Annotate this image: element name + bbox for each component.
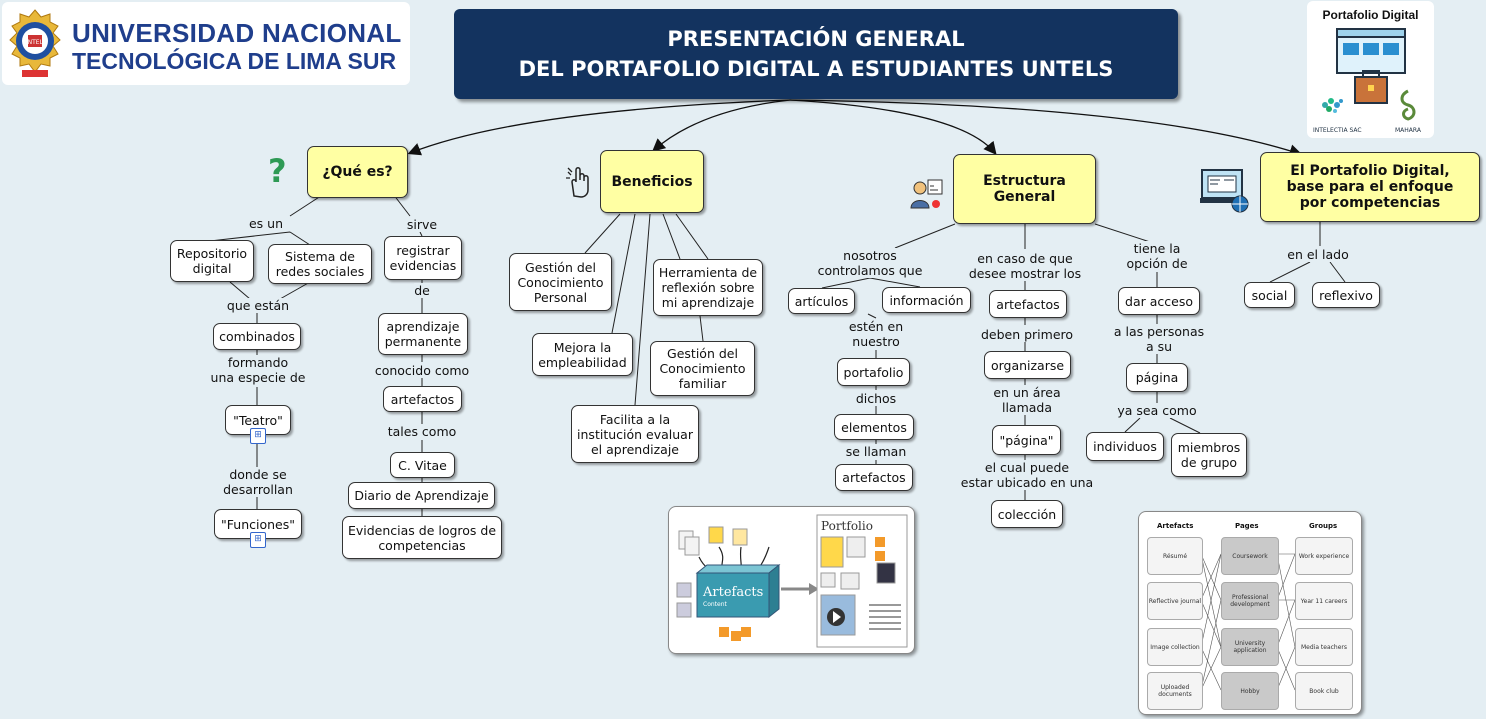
label-formando: formando una especie de — [210, 355, 306, 385]
page-university: University application — [1221, 628, 1279, 666]
label-personas: a las personas a su — [1113, 324, 1205, 354]
repositorio-node[interactable]: Repositorio digital — [170, 240, 254, 282]
mahara-logo-icon — [1395, 89, 1421, 125]
logo-right-label: MAHARA — [1395, 127, 1421, 134]
artefact-image: Image collection — [1147, 628, 1203, 666]
group-media: Media teachers — [1295, 628, 1353, 666]
university-seal-icon: UNTELS — [6, 8, 64, 80]
page-professional: Professional development — [1221, 582, 1279, 620]
cvitae-node[interactable]: C. Vitae — [390, 452, 455, 478]
page-title: PRESENTACIÓN GENERAL DEL PORTAFOLIO DIGI… — [454, 9, 1178, 99]
evidencias-node[interactable]: Evidencias de logros de competencias — [342, 516, 502, 559]
page-coursework: Coursework — [1221, 537, 1279, 575]
hand-pointer-icon — [564, 166, 594, 204]
label-deben: deben primero — [980, 327, 1074, 342]
empleabilidad-node[interactable]: Mejora la empleabilidad — [532, 333, 633, 376]
artefacts-box-label: Artefacts — [703, 585, 764, 600]
elementos-node[interactable]: elementos — [834, 414, 914, 440]
informacion-node[interactable]: información — [882, 287, 971, 313]
articulos-node[interactable]: artículos — [788, 288, 855, 314]
organizarse-node[interactable]: organizarse — [984, 351, 1071, 379]
label-cual: el cual puede estar ubicado en una — [960, 460, 1094, 490]
label-es-un: es un — [248, 216, 284, 231]
label-area: en un área llamada — [993, 385, 1061, 415]
university-name-line2: TECNOLÓGICA DE LIMA SUR — [72, 48, 397, 74]
portfolio-page-label: Portfolio — [821, 519, 873, 533]
label-se-llaman: se llaman — [845, 444, 907, 459]
title-line1: PRESENTACIÓN GENERAL — [667, 27, 965, 51]
artefact-documents: Uploaded documents — [1147, 672, 1203, 710]
page-hobby: Hobby — [1221, 672, 1279, 710]
structure-person-icon — [908, 178, 944, 214]
artefact-resume: Résumé — [1147, 537, 1203, 575]
combinados-node[interactable]: combinados — [213, 323, 301, 350]
online-learning-icon — [1198, 166, 1252, 218]
label-lado: en el lado — [1287, 247, 1349, 262]
artefactos-node-2[interactable]: artefactos — [835, 464, 913, 491]
dar-acceso-node[interactable]: dar acceso — [1118, 287, 1200, 315]
funciones-submap-icon[interactable]: ⊞ — [250, 532, 266, 548]
funciones-node[interactable]: "Funciones" — [214, 509, 302, 539]
que-es-node[interactable]: ¿Qué es? — [307, 146, 408, 198]
gestion-familiar-node[interactable]: Gestión del Conocimiento familiar — [650, 341, 755, 396]
coleccion-node[interactable]: colección — [991, 500, 1063, 528]
artefacts-portfolio-image: Artefacts Content Portfolio — [668, 506, 915, 654]
herramienta-node[interactable]: Herramienta de reflexión sobre mi aprend… — [653, 259, 763, 316]
teatro-submap-icon[interactable]: ⊞ — [250, 428, 266, 444]
portafolio-logo-card: Portafolio Digital INTELECTIA SAC MAHARA — [1307, 1, 1434, 138]
groups-header-artefacts: Artefacts — [1157, 522, 1194, 530]
artefacts-illustration — [676, 514, 908, 648]
label-dichos: dichos — [855, 391, 897, 406]
group-bookclub: Book club — [1295, 672, 1353, 710]
question-icon: ? — [268, 152, 287, 190]
portafolio-node[interactable]: portafolio — [837, 358, 910, 386]
logo-left-label: INTELECTIA SAC — [1313, 127, 1362, 134]
university-name-line1: UNIVERSIDAD NACIONAL — [72, 18, 402, 48]
svg-text:UNTELS: UNTELS — [23, 39, 47, 46]
groups-header-groups: Groups — [1309, 522, 1338, 530]
individuos-node[interactable]: individuos — [1086, 432, 1164, 461]
label-esten: estén en nuestro — [848, 319, 904, 349]
social-node[interactable]: social — [1244, 282, 1295, 308]
group-year11: Year 11 careers — [1295, 582, 1353, 620]
label-nosotros: nosotros controlamos que — [817, 248, 923, 278]
artefact-journal: Reflective journal — [1147, 582, 1203, 620]
estructura-node[interactable]: Estructura General — [953, 154, 1096, 224]
beneficios-node[interactable]: Beneficios — [600, 150, 704, 213]
artefacts-box-sublabel: Content — [703, 601, 727, 608]
pagina-node[interactable]: página — [1126, 363, 1188, 392]
label-que-estan: que están — [226, 298, 290, 313]
logo-title: Portafolio Digital — [1322, 8, 1419, 22]
sistema-node[interactable]: Sistema de redes sociales — [268, 244, 372, 284]
groups-header-pages: Pages — [1235, 522, 1259, 530]
intelectia-logo-icon — [1315, 93, 1355, 127]
pagina-quoted-node[interactable]: "página" — [992, 425, 1061, 455]
miembros-node[interactable]: miembros de grupo — [1171, 433, 1247, 477]
reflexivo-node[interactable]: reflexivo — [1312, 282, 1380, 308]
groups-links — [1200, 553, 1296, 691]
label-ya-sea: ya sea como — [1117, 403, 1197, 418]
gestion-conocimiento-node[interactable]: Gestión del Conocimiento Personal — [509, 253, 612, 311]
portfolio-window-icon — [1335, 27, 1407, 115]
label-en-caso: en caso de que desee mostrar los — [968, 251, 1082, 281]
label-tiene: tiene la opción de — [1126, 241, 1188, 271]
group-work: Work experience — [1295, 537, 1353, 575]
title-line2: DEL PORTAFOLIO DIGITAL A ESTUDIANTES UNT… — [518, 57, 1114, 81]
label-conocido: conocido como — [374, 363, 470, 378]
label-de: de — [414, 283, 430, 298]
label-sirve: sirve — [406, 217, 438, 232]
university-banner: UNTELS UNIVERSIDAD NACIONAL TECNOLÓGICA … — [2, 2, 410, 85]
label-donde: donde se desarrollan — [223, 467, 293, 497]
artefactos-node-1[interactable]: artefactos — [383, 386, 462, 412]
aprendizaje-node[interactable]: aprendizaje permanente — [378, 313, 468, 355]
artefacts-pages-groups-image: Artefacts Pages Groups Résumé Reflective… — [1138, 511, 1362, 715]
label-tales: tales como — [387, 424, 457, 439]
registrar-node[interactable]: registrar evidencias — [384, 236, 462, 280]
artefactos-node-3[interactable]: artefactos — [989, 290, 1067, 318]
facilita-node[interactable]: Facilita a la institución evaluar el apr… — [571, 405, 699, 463]
diario-node[interactable]: Diario de Aprendizaje — [348, 482, 495, 509]
enfoque-node[interactable]: El Portafolio Digital, base para el enfo… — [1260, 152, 1480, 222]
